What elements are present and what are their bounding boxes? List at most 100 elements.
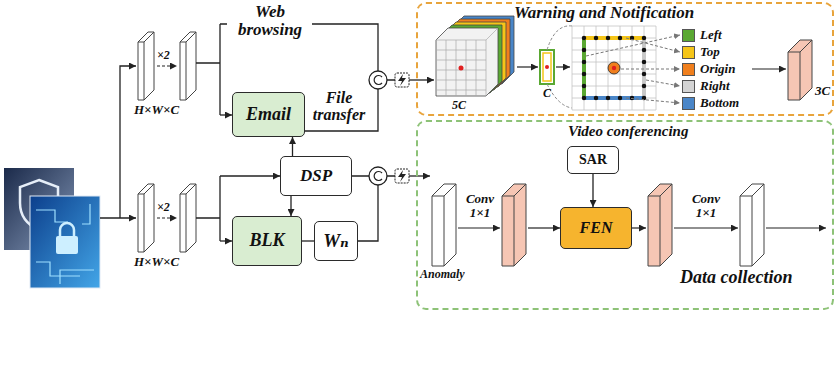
flow-arrow — [458, 227, 500, 228]
feature-slab — [138, 32, 154, 100]
branch-wire — [409, 79, 434, 80]
origin-dot — [612, 66, 616, 70]
feature-slab — [180, 32, 196, 100]
channel-block — [540, 50, 554, 84]
branch-label: File transfer — [308, 90, 370, 124]
slab-edge — [180, 32, 196, 100]
branch-wire — [312, 24, 378, 71]
legend-label: Origin — [700, 62, 735, 76]
concat-mark — [374, 76, 382, 85]
branch-wire — [196, 24, 227, 115]
legend-leader — [586, 35, 680, 56]
circuit-lines — [36, 204, 94, 284]
lock-shackle — [60, 223, 74, 236]
repeat-arrow — [157, 217, 177, 218]
legend-leader — [626, 98, 680, 103]
flow-arrow — [766, 227, 826, 228]
legend-label: Left — [700, 28, 722, 42]
slab-edge — [138, 184, 154, 252]
origin-dot — [545, 65, 549, 69]
branch-wire — [387, 80, 395, 176]
channel-label: C — [543, 87, 551, 100]
legend-swatch — [682, 97, 695, 110]
slab-edge — [740, 184, 764, 266]
box-label: FEN — [580, 219, 613, 237]
blk-box: BLK — [232, 216, 302, 266]
legend-leader — [621, 69, 680, 70]
box-label: DSP — [300, 167, 332, 186]
legend-item: Right — [682, 79, 730, 93]
fen-box: FEN — [560, 207, 632, 249]
concat-symbol — [369, 71, 387, 89]
flash-bolt — [398, 170, 406, 182]
slab-edge — [648, 184, 672, 266]
repeat-label: ×2 — [157, 201, 170, 214]
legend-swatch — [682, 29, 695, 42]
feature-slab — [180, 184, 196, 252]
flash-bolt — [398, 74, 406, 86]
feature-slab — [138, 184, 154, 252]
slab-edge — [138, 32, 154, 100]
origin-point — [608, 62, 620, 74]
flow-arrow — [674, 227, 738, 228]
channel-label: 5C — [452, 99, 466, 112]
sample-points — [584, 38, 644, 98]
top-boundary — [584, 36, 644, 40]
connector — [592, 174, 593, 207]
channel-layer — [436, 28, 498, 96]
weight-box: Wₙ — [314, 221, 358, 261]
channel-block-inner — [543, 53, 551, 81]
slab-edge — [502, 184, 526, 266]
lock-body — [56, 236, 78, 254]
legend-leader — [646, 80, 680, 86]
branch-wire — [220, 175, 280, 176]
branch-wire — [220, 240, 232, 241]
repeat-arrow — [157, 65, 177, 66]
origin-dot — [459, 66, 464, 71]
dimension-label: H×W×C — [134, 103, 179, 117]
left-boundary — [582, 38, 586, 98]
feature-slab — [648, 184, 672, 266]
legend-label: Top — [700, 45, 720, 59]
layer-grid — [436, 28, 498, 96]
panel-title: Video conferencing — [568, 123, 688, 140]
right-boundary — [642, 38, 646, 98]
legend-leader — [626, 38, 680, 52]
flash-icon — [395, 73, 409, 87]
flow-arrow — [752, 68, 786, 69]
repeat-label: ×2 — [157, 49, 170, 62]
branch-label: Web browsing — [230, 3, 310, 39]
feature-slab — [502, 184, 526, 266]
branch-wire — [196, 176, 220, 241]
box-label: Wₙ — [323, 231, 349, 252]
sampling-grid — [572, 26, 656, 110]
legend-swatch — [682, 80, 695, 93]
branch-wire — [305, 89, 378, 131]
connector — [302, 240, 314, 241]
branch-wire — [409, 175, 430, 176]
legend-item: Bottom — [682, 96, 739, 110]
box-label: BLK — [249, 231, 284, 251]
legend-item: Left — [682, 28, 722, 42]
input-wire — [120, 66, 136, 218]
panel-title: Warning and Notification — [514, 4, 694, 23]
dsp-box: DSP — [280, 156, 352, 196]
box-label: Email — [246, 105, 291, 125]
legend-item: Top — [682, 45, 720, 59]
warning-panel: Warning and Notification — [416, 2, 834, 116]
output-label: Data collection — [680, 268, 792, 287]
concat-mark — [374, 172, 382, 181]
output-slab — [740, 184, 764, 266]
security-image-front — [30, 196, 100, 288]
legend-swatch — [682, 46, 695, 59]
input-label: Anomaly — [420, 268, 465, 281]
flow-arrow — [517, 66, 538, 67]
concat-symbol — [369, 167, 387, 185]
slab-edge — [432, 184, 456, 266]
operation-label: Conv 1×1 — [686, 192, 726, 219]
bottom-boundary — [584, 96, 644, 100]
flow-arrow — [632, 227, 646, 228]
legend-swatch — [682, 63, 695, 76]
